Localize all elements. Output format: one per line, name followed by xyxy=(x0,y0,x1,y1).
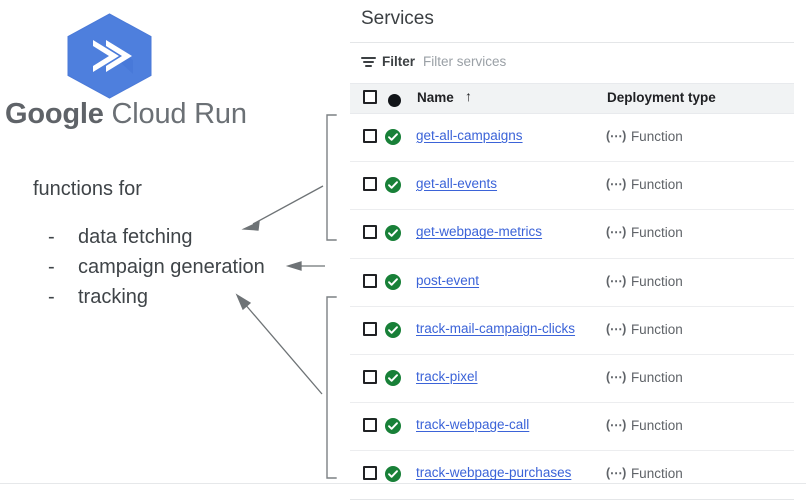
check-circle-icon xyxy=(385,418,401,435)
service-name-link[interactable]: track-pixel xyxy=(416,368,478,384)
table-row[interactable]: track-webpage-purchases (⋯) Function xyxy=(350,451,794,500)
row-checkbox[interactable] xyxy=(363,177,377,192)
row-checkbox[interactable] xyxy=(363,225,377,240)
table-row[interactable]: track-webpage-call (⋯) Function xyxy=(350,403,794,452)
check-circle-icon xyxy=(385,129,401,145)
brand-wordmark-google: Google xyxy=(5,98,104,130)
function-icon: (⋯) xyxy=(606,369,626,384)
filter-services-input[interactable]: Filter services xyxy=(423,54,507,69)
row-checkbox[interactable] xyxy=(363,129,377,143)
check-circle-icon xyxy=(385,273,401,290)
deployment-type-cell: (⋯) Function xyxy=(606,273,683,289)
deployment-type-label: Function xyxy=(630,418,683,434)
deployment-type-cell: (⋯) Function xyxy=(606,176,683,192)
service-name-link[interactable]: post-event xyxy=(416,272,480,288)
brand-wordmark-product: Cloud Run xyxy=(111,98,247,130)
table-row[interactable]: get-all-events (⋯) Function xyxy=(350,162,794,211)
annotation-item-campaign-generation: campaign generation xyxy=(78,256,265,278)
deployment-type-label: Function xyxy=(630,369,683,385)
function-icon: (⋯) xyxy=(606,225,626,240)
check-circle-icon xyxy=(385,177,401,194)
services-table: Name ↑ Deployment type get-all-campaigns… xyxy=(350,83,794,500)
row-checkbox[interactable] xyxy=(363,466,377,481)
service-name-link[interactable]: get-all-campaigns xyxy=(416,128,523,143)
filter-bar: Filter Filter services xyxy=(350,43,794,83)
table-header-row: Name ↑ Deployment type xyxy=(350,83,794,114)
deployment-type-cell: (⋯) Function xyxy=(606,128,683,144)
title-divider xyxy=(350,42,794,43)
column-header-deployment-type[interactable]: Deployment type xyxy=(607,90,716,105)
deployment-type-cell: (⋯) Function xyxy=(606,321,683,337)
deployment-type-label: Function xyxy=(630,273,683,289)
bottom-divider xyxy=(0,483,806,484)
check-circle-icon xyxy=(385,466,401,483)
row-checkbox[interactable] xyxy=(363,418,377,433)
service-name-link[interactable]: get-all-events xyxy=(416,176,498,192)
brand-wordmark: Google Cloud Run xyxy=(5,98,247,131)
filter-label[interactable]: Filter xyxy=(382,54,416,69)
annotation-item-data-fetching: data fetching xyxy=(78,226,193,248)
deployment-type-cell: (⋯) Function xyxy=(606,465,683,481)
function-icon: (⋯) xyxy=(606,273,626,288)
deployment-type-label: Function xyxy=(630,129,683,144)
annotation-bullet-dash-1: - xyxy=(48,256,55,278)
table-row[interactable]: get-all-campaigns (⋯) Function xyxy=(350,114,794,163)
function-icon: (⋯) xyxy=(606,321,626,336)
check-circle-icon xyxy=(385,369,401,386)
services-panel: Services Filter Filter services Name ↑ D… xyxy=(350,0,806,500)
table-row[interactable]: post-event (⋯) Function xyxy=(350,259,794,307)
check-circle-icon xyxy=(385,321,401,338)
deployment-type-cell: (⋯) Function xyxy=(606,417,683,433)
check-circle-icon xyxy=(385,225,401,242)
row-checkbox[interactable] xyxy=(363,321,377,336)
annotation-item-tracking: tracking xyxy=(78,286,149,308)
function-icon: (⋯) xyxy=(606,177,626,192)
function-icon: (⋯) xyxy=(606,466,626,481)
service-name-link[interactable]: track-webpage-purchases xyxy=(416,465,572,481)
row-checkbox[interactable] xyxy=(363,369,377,384)
deployment-type-cell: (⋯) Function xyxy=(606,224,683,240)
deployment-type-label: Function xyxy=(630,177,683,193)
filter-icon[interactable] xyxy=(361,56,376,68)
annotation-bullet-dash-2: - xyxy=(48,286,55,308)
function-icon: (⋯) xyxy=(606,418,626,433)
status-column-dot-icon xyxy=(388,94,401,107)
table-row[interactable]: track-mail-campaign-clicks (⋯) Function xyxy=(350,307,794,355)
deployment-type-label: Function xyxy=(630,466,683,482)
deployment-type-label: Function xyxy=(630,321,683,337)
deployment-type-cell: (⋯) Function xyxy=(606,369,683,385)
service-name-link[interactable]: get-webpage-metrics xyxy=(416,224,543,240)
cloud-run-hexagon-logo xyxy=(63,12,156,100)
annotation-heading: functions for xyxy=(33,178,142,200)
function-icon: (⋯) xyxy=(606,129,626,143)
sort-ascending-icon[interactable]: ↑ xyxy=(465,88,472,104)
column-header-name[interactable]: Name xyxy=(417,90,454,105)
deployment-type-label: Function xyxy=(630,225,683,241)
brand-and-notes-panel: Google Cloud Run functions for - data fe… xyxy=(0,0,340,491)
page-title: Services xyxy=(361,8,434,29)
annotation-bullet-dash-0: - xyxy=(48,226,55,248)
row-checkbox[interactable] xyxy=(363,273,377,288)
table-row[interactable]: track-pixel (⋯) Function xyxy=(350,355,794,404)
table-row[interactable]: get-webpage-metrics (⋯) Function xyxy=(350,210,794,259)
service-name-link[interactable]: track-mail-campaign-clicks xyxy=(416,320,576,336)
service-name-link[interactable]: track-webpage-call xyxy=(416,417,530,433)
